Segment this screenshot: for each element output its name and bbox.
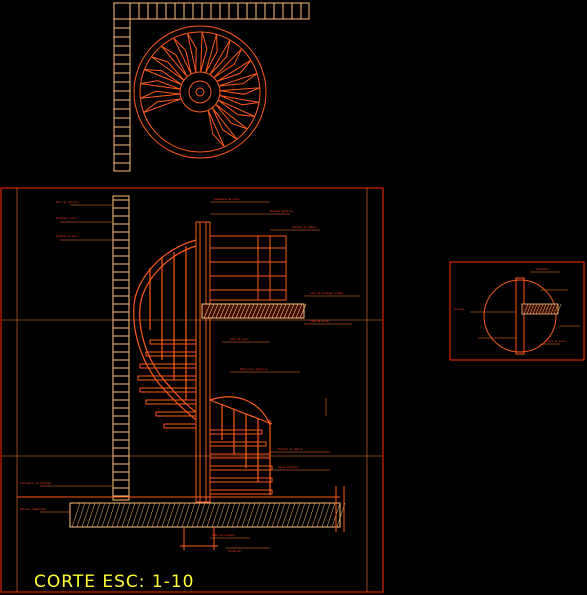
section-treads	[137, 339, 273, 495]
note-top-3: Peldaño de madera	[292, 226, 317, 229]
plan-tread	[209, 39, 231, 76]
plan-tread	[215, 103, 248, 130]
drawing-title: CORTE ESC: 1-10	[34, 572, 194, 592]
stair-tread	[209, 453, 271, 459]
stair-tread	[163, 423, 197, 429]
plan-tread	[151, 56, 185, 81]
stair-tread	[209, 465, 273, 471]
stair-section-view: Muro de ladrillo Hormigon visto Acabado …	[0, 187, 384, 593]
note-found-1: Contrapiso de hormigon	[20, 482, 52, 485]
section-upper-flight	[209, 235, 287, 301]
plan-tread	[218, 72, 258, 87]
note-wall-2: Hormigon visto	[56, 217, 77, 220]
plan-tread	[219, 87, 261, 95]
plan-tread	[213, 48, 243, 79]
stair-tread	[139, 363, 197, 369]
plan-tread	[216, 59, 252, 82]
stair-tread	[145, 399, 197, 405]
plan-tread	[211, 107, 238, 140]
note-top-1: Pasamanos de acero	[214, 198, 240, 201]
plan-tread	[207, 110, 225, 148]
note-mid-1: Tubo de acero	[230, 338, 249, 341]
plan-tread	[161, 45, 188, 78]
note-bottom-1: Base de hormigon	[212, 534, 236, 537]
plan-tread	[219, 94, 260, 106]
section-annotations: Muro de ladrillo Hormigon visto Acabado …	[20, 198, 344, 553]
section-column	[195, 221, 211, 503]
plan-tread	[143, 98, 182, 113]
section-handrail-right	[209, 396, 273, 495]
stair-tread	[149, 339, 197, 345]
plan-tread	[205, 34, 218, 74]
section-leaders	[40, 201, 360, 549]
stair-detail-view: Anclaje Soldadura Placa de acero	[449, 261, 585, 361]
plan-wall	[113, 2, 310, 172]
detail-note-3: Placa de acero	[546, 340, 567, 343]
stair-plan-view	[113, 2, 310, 172]
detail-note-1: Anclaje	[454, 308, 465, 311]
note-bottom-2: Fundacion	[228, 550, 242, 553]
note-lower-1: Peldaño de madera	[278, 448, 303, 451]
plan-tread	[140, 80, 181, 90]
note-mid-2: Estructura metalica	[240, 368, 268, 371]
stair-tread	[139, 387, 197, 393]
detail-note-2: Soldadura	[536, 268, 550, 271]
note-top-2: Baranda metalica	[270, 210, 294, 213]
section-foundation	[17, 486, 346, 550]
section-handrail-left	[133, 239, 197, 421]
stair-tread	[137, 375, 197, 381]
section-wall	[112, 195, 130, 501]
stair-tread	[209, 441, 267, 447]
note-lower-2: Zanca metalica	[278, 466, 299, 469]
plan-tread	[187, 33, 197, 73]
note-landing-1: Losa de hormigon armado	[310, 292, 344, 295]
stair-tread	[209, 489, 273, 495]
note-landing-2: Viga de borde	[310, 320, 329, 323]
plan-tread	[200, 31, 208, 73]
note-wall-3: Acabado de muro	[56, 235, 78, 238]
stair-tread	[209, 477, 273, 483]
stair-tread	[145, 351, 197, 357]
note-found-2: Relleno compactado	[20, 508, 46, 511]
plan-spiral-stair	[133, 25, 267, 159]
stair-tread	[209, 429, 263, 435]
plan-tread	[140, 90, 181, 99]
plan-tread	[217, 99, 256, 117]
section-landing-slab	[201, 303, 307, 319]
plan-tread	[144, 69, 182, 85]
section-frame	[0, 187, 384, 593]
note-wall-1: Muro de ladrillo	[56, 201, 80, 204]
plan-tread	[173, 37, 192, 75]
stair-tread	[155, 411, 197, 417]
